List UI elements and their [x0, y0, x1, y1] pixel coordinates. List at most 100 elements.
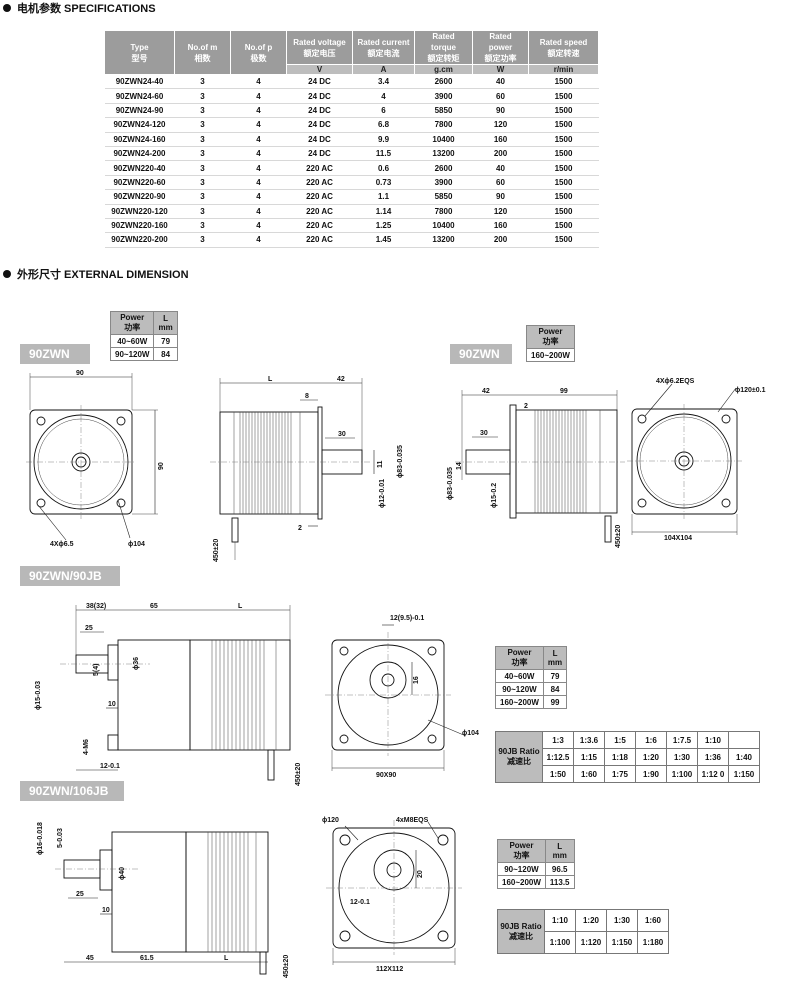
spec-cell: 160: [472, 218, 529, 234]
ratio-cell: 1:120: [575, 931, 607, 954]
power-cell: 160~200W: [526, 348, 575, 362]
spec-cell: 4: [352, 88, 415, 104]
motor-side-view-160w: 42 99 2 30 ϕ83-0.035 14 ϕ15-0.2 450±20: [447, 388, 625, 548]
spec-cell: 6.8: [352, 117, 415, 133]
spec-cell: 3: [174, 103, 231, 119]
power-cell: 90~120W: [109, 347, 155, 361]
dim-20: 20: [417, 870, 424, 878]
spec-cell: 5850: [414, 189, 473, 205]
dim-99: 99: [560, 388, 568, 395]
spec-cell: 1.45: [352, 232, 415, 248]
spec-cell: 7800: [414, 204, 473, 219]
spec-cell: 90ZWN220-90: [104, 189, 175, 205]
length-cell: 113.5: [544, 875, 575, 889]
ratio-cell: 1:180: [637, 931, 669, 954]
dim-25-b: 25: [76, 891, 84, 898]
dim-450-lead-c: 450±20: [295, 763, 302, 786]
spec-cell: 160: [472, 132, 529, 147]
spec-cell: 220 AC: [286, 189, 353, 205]
dim-83: ϕ83-0.035: [397, 445, 404, 478]
motor-fins-c: [211, 640, 277, 750]
dim-12: ϕ12-0.01: [379, 479, 386, 508]
spec-cell: 24 DC: [286, 117, 353, 133]
spec-cell: 220 AC: [286, 232, 353, 248]
dim-36: ϕ36: [133, 657, 140, 670]
external-dimension-title: 外形尺寸 EXTERNAL DIMENSION: [17, 269, 189, 281]
dim-12-c: 12-0.1: [350, 899, 370, 906]
dim-30: 30: [338, 431, 346, 438]
spec-cell: 90ZWN24-90: [104, 103, 175, 119]
specifications-title: 电机参数 SPECIFICATIONS: [17, 3, 156, 15]
dim-16: 16: [413, 676, 420, 684]
ratio-cell: 1:75: [604, 765, 636, 783]
spec-cell: 4: [230, 74, 287, 90]
spec-cell: 1500: [528, 74, 599, 90]
spec-cell: 3: [174, 175, 231, 191]
spec-cell: 3: [174, 204, 231, 219]
spec-cell: 4: [230, 204, 287, 219]
spec-cell: 4: [230, 132, 287, 147]
dim-42: 42: [337, 376, 345, 383]
spec-cell: 90ZWN24-200: [104, 146, 175, 162]
spec-cell: 1.25: [352, 218, 415, 234]
spec-cell: 24 DC: [286, 88, 353, 104]
motor-fins-d: [207, 832, 257, 952]
spec-cell: 1500: [528, 160, 599, 176]
spec-cell: 4: [230, 117, 287, 133]
spec-cell: 3: [174, 132, 231, 147]
spec-cell: 1500: [528, 218, 599, 234]
spec-cell: 90ZWN24-60: [104, 88, 175, 104]
length-cell: 99: [542, 695, 568, 709]
bullet-icon: [3, 270, 11, 278]
spec-cell: 24 DC: [286, 132, 353, 147]
spec-cell: 220 AC: [286, 218, 353, 234]
external-dimension-heading: 外形尺寸 EXTERNAL DIMENSION: [3, 266, 189, 282]
spec-cell: 10400: [414, 132, 473, 147]
dim-15: ϕ15-0.2: [491, 483, 498, 508]
dim-615: 61.5: [140, 955, 154, 962]
dim-83-b: ϕ83-0.035: [447, 467, 454, 500]
dim-104x104: 104X104: [664, 535, 692, 542]
spec-cell: 90ZWN24-120: [104, 117, 175, 133]
dim-5: 5(4): [93, 664, 100, 676]
dim-450-lead: 450±20: [213, 539, 220, 562]
spec-cell: 60: [472, 88, 529, 104]
dim-90x90: 90X90: [376, 772, 396, 779]
dim-90-label: 90: [76, 370, 84, 377]
dim-42-b: 42: [482, 388, 490, 395]
gearbox-90jb-front-view: 12(9.5)-0.1 16 ϕ104 90X90: [325, 615, 479, 779]
motor-front-view-104: 4Xϕ6.2EQS ϕ120±0.1 104X104: [627, 378, 766, 542]
spec-cell: 0.6: [352, 160, 415, 176]
dim-L: L: [268, 376, 273, 383]
dim-2-b: 2: [524, 403, 528, 410]
spec-cell: 0.73: [352, 175, 415, 191]
spec-cell: 11.5: [352, 146, 415, 162]
spec-cell: 3: [174, 160, 231, 176]
dim-L-c: L: [224, 955, 229, 962]
bullet-icon: [3, 4, 11, 12]
spec-cell: 10400: [414, 218, 473, 234]
dim-5b: 5-0.03: [57, 828, 64, 848]
dim-112: 112X112: [376, 966, 403, 973]
spec-cell: 1500: [528, 88, 599, 104]
spec-cell: 90ZWN220-40: [104, 160, 175, 176]
model-badge-90zwn-left: 90ZWN: [20, 344, 90, 364]
spec-cell: 13200: [414, 232, 473, 248]
spec-cell: 3900: [414, 175, 473, 191]
dim-4m6: 4-M6: [83, 739, 90, 755]
dim-10-b: 10: [102, 907, 110, 914]
spec-cell: 90ZWN24-160: [104, 132, 175, 147]
spec-cell: 4: [230, 218, 287, 234]
